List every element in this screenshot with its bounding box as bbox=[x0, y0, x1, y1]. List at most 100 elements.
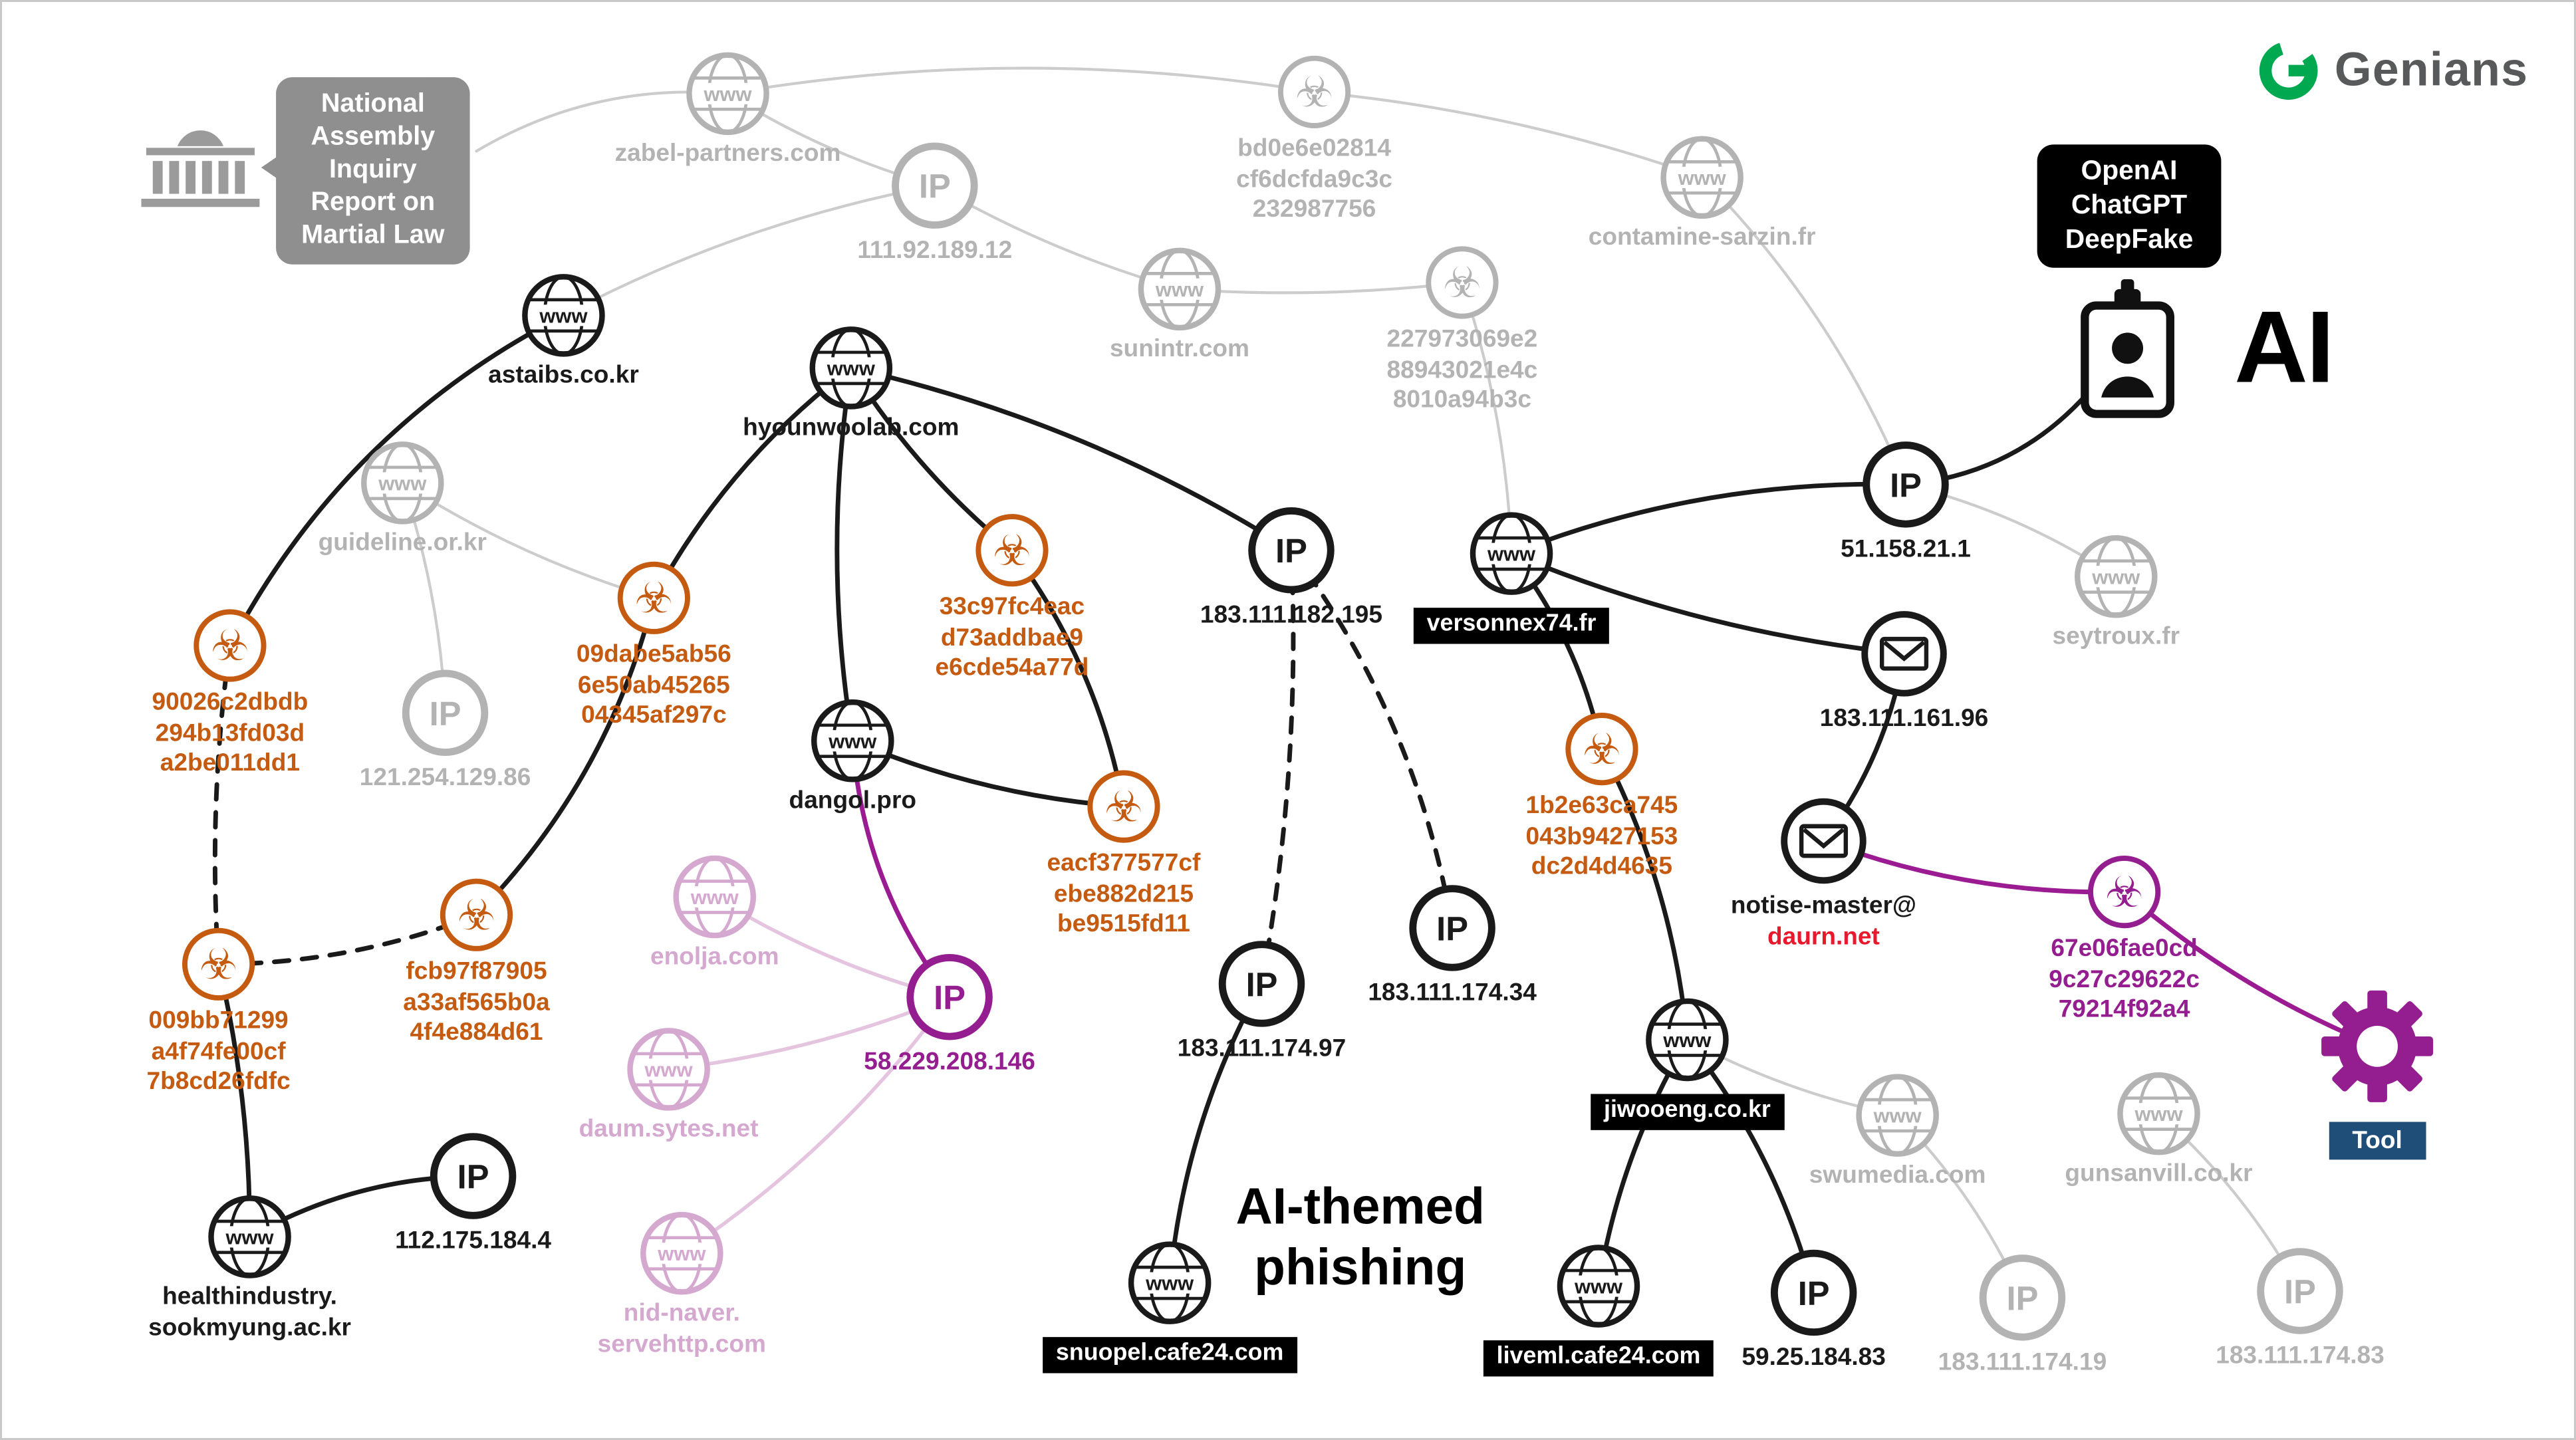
svg-text:www: www bbox=[827, 357, 876, 380]
node-label-line: 04345af297c bbox=[581, 701, 727, 730]
callout-line: Assembly bbox=[311, 123, 436, 152]
edge-hfcb97-h09dabe bbox=[474, 595, 656, 917]
genians-wordmark: Genians bbox=[2334, 43, 2529, 96]
node-label-line: 6e50ab45265 bbox=[577, 671, 730, 699]
svg-text:www: www bbox=[690, 886, 739, 909]
www-globe-icon: www bbox=[361, 441, 444, 525]
www-globe-icon: www bbox=[208, 1195, 291, 1278]
node-label-ip112: 112.175.184.4 bbox=[395, 1227, 551, 1258]
edge-versonnex-mail161 bbox=[1509, 551, 1907, 656]
node-label-line: 111.92.189.12 bbox=[857, 236, 1013, 265]
node-label-line: 183.111.174.83 bbox=[2216, 1342, 2384, 1370]
www-globe-icon: www bbox=[1557, 1245, 1640, 1328]
svg-text:☣: ☣ bbox=[993, 527, 1031, 574]
node-label-ip58: 58.229.208.146 bbox=[864, 1048, 1035, 1078]
www-globe-icon: www bbox=[640, 1211, 723, 1295]
node-label-line: servehttp.com bbox=[597, 1330, 767, 1358]
node-label-line: swumedia.com bbox=[1809, 1161, 1986, 1189]
edge-ip182195-ip17434 bbox=[1289, 548, 1455, 931]
id-card-deepfake-icon bbox=[2081, 279, 2174, 418]
callout-line: Martial Law bbox=[301, 221, 445, 250]
www-globe-icon: www bbox=[686, 52, 769, 136]
svg-text:IP: IP bbox=[1436, 909, 1468, 947]
callout-line: National bbox=[321, 90, 425, 118]
svg-text:☣: ☣ bbox=[635, 574, 674, 622]
svg-text:www: www bbox=[2091, 565, 2140, 588]
node-label-ip59: 59.25.184.83 bbox=[1741, 1344, 1885, 1374]
node-label-daum: daum.sytes.net bbox=[579, 1116, 759, 1146]
svg-text:www: www bbox=[1574, 1275, 1623, 1298]
svg-text:☣: ☣ bbox=[457, 891, 496, 939]
biohazard-malware-icon: ☣ bbox=[193, 609, 267, 682]
node-label-ip121: 121.254.129.86 bbox=[360, 764, 531, 794]
node-label-line: enolja.com bbox=[650, 943, 779, 971]
edge-h67e06-gear bbox=[2122, 890, 2380, 1049]
node-label-line: seytroux.fr bbox=[2052, 622, 2180, 651]
node-label-line: hyounwoolab.com bbox=[743, 414, 960, 442]
node-label-line: versonnex74.fr bbox=[1426, 611, 1597, 638]
svg-text:IP: IP bbox=[457, 1158, 489, 1196]
node-label-line: 79214f92a4 bbox=[2058, 995, 2190, 1024]
node-label-line: be9515fd11 bbox=[1057, 910, 1190, 939]
svg-text:☣: ☣ bbox=[2105, 868, 2144, 916]
svg-text:IP: IP bbox=[1798, 1274, 1830, 1312]
node-label-line: gunsanvill.co.kr bbox=[2065, 1159, 2253, 1188]
node-label-line: liveml.cafe24.com bbox=[1496, 1344, 1701, 1370]
ip-address-icon: IP bbox=[1863, 441, 1949, 528]
node-label-line: sookmyung.ac.kr bbox=[148, 1313, 351, 1342]
svg-text:www: www bbox=[1145, 1272, 1194, 1295]
node-label-mail161: 183.111.161.96 bbox=[1820, 705, 1989, 735]
svg-text:www: www bbox=[2134, 1102, 2183, 1126]
node-label-line: d73addbae9 bbox=[940, 623, 1084, 652]
svg-text:☣: ☣ bbox=[199, 941, 238, 989]
node-label-seytroux: seytroux.fr bbox=[2052, 622, 2180, 653]
node-label-line: 7b8cd26fdfc bbox=[146, 1068, 291, 1096]
node-label-line: 4f4e884d61 bbox=[410, 1019, 543, 1047]
biohazard-malware-icon: ☣ bbox=[1426, 246, 1499, 319]
node-label-line: a4f74fe00cf bbox=[151, 1037, 286, 1066]
svg-text:☣: ☣ bbox=[1583, 725, 1621, 773]
svg-text:www: www bbox=[657, 1242, 706, 1265]
edge-h90026-h009bb bbox=[212, 643, 233, 967]
node-label-hyounwoolab: hyounwoolab.com bbox=[743, 414, 959, 445]
edge-ip182195-ip17497 bbox=[1259, 548, 1296, 987]
node-label-line: jiwooeng.co.kr bbox=[1604, 1097, 1771, 1124]
node-label-line: ebe882d215 bbox=[1053, 880, 1194, 908]
node-label-line: daurn.net bbox=[1767, 922, 1880, 951]
svg-text:www: www bbox=[703, 82, 752, 106]
svg-text:www: www bbox=[539, 304, 588, 327]
node-label-liveml: liveml.cafe24.com bbox=[1483, 1340, 1714, 1377]
edge-h33c97-heacf bbox=[1009, 548, 1126, 809]
node-label-line: cf6dcfda9c3c bbox=[1236, 165, 1392, 193]
svg-text:☣: ☣ bbox=[211, 622, 249, 669]
node-label-line: a2be011dd1 bbox=[160, 749, 300, 778]
node-label-line: zabel-partners.com bbox=[614, 140, 841, 168]
ip-address-icon: IP bbox=[402, 669, 489, 757]
node-label-line: bd0e6e02814 bbox=[1237, 134, 1391, 163]
ip-address-icon: IP bbox=[1770, 1249, 1857, 1336]
genians-logo-icon bbox=[2259, 41, 2318, 100]
www-globe-icon: www bbox=[811, 699, 894, 782]
node-label-line: nid-naver. bbox=[623, 1299, 740, 1328]
node-label-line: 232987756 bbox=[1252, 195, 1376, 224]
node-label-line: 294b13fd03d bbox=[155, 719, 305, 747]
node-label-line: healthindustry. bbox=[162, 1282, 337, 1311]
node-label-line: dangol.pro bbox=[789, 786, 917, 815]
node-label-nid: nid-naver.servehttp.com bbox=[598, 1299, 766, 1360]
edge-hyounwoolab-dangol bbox=[835, 365, 855, 743]
node-label-ip17434: 183.111.174.34 bbox=[1368, 979, 1537, 1010]
node-label-line: 67e06fae0cd bbox=[2051, 934, 2198, 963]
edge-ip17497-snuopel bbox=[1167, 981, 1264, 1286]
edge-bd0e-contamine bbox=[1313, 90, 1704, 179]
ip-address-icon: IP bbox=[1979, 1255, 2066, 1341]
node-label-line: fcb97f87905 bbox=[406, 957, 547, 986]
www-globe-icon: www bbox=[1128, 1241, 1212, 1324]
node-label-line: astaibs.co.kr bbox=[488, 361, 639, 390]
svg-text:IP: IP bbox=[1890, 466, 1922, 504]
